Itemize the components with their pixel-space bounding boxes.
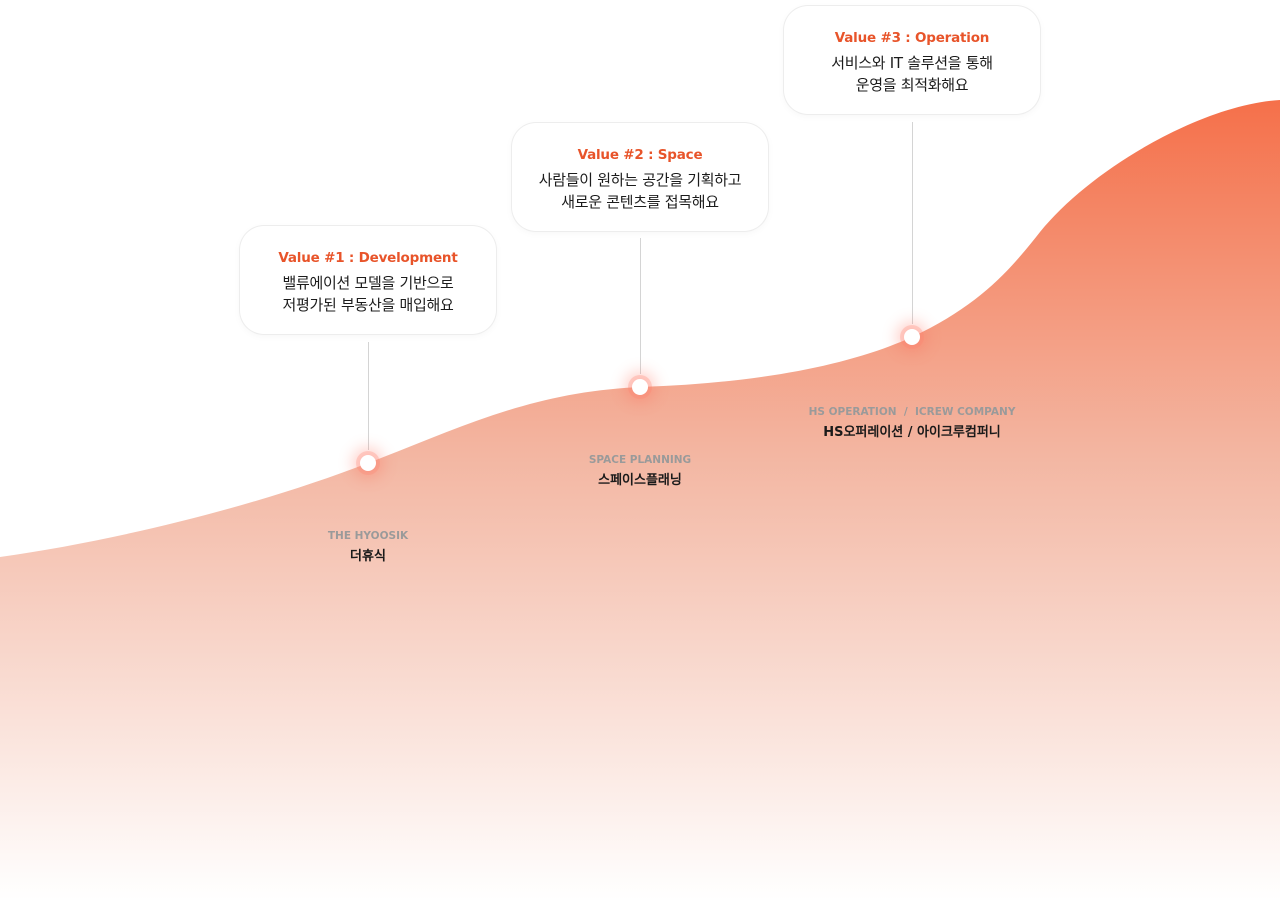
company-name-kr: 더휴식 [350,549,386,564]
connector-line-1 [368,342,369,450]
company-name-kr: HS오퍼레이션 / 아이크루컴퍼니 [823,425,1001,440]
connector-line-2 [640,238,641,374]
value-card-description: 사람들이 원하는 공간을 기획하고 새로운 콘텐츠를 접목해요 [512,169,768,213]
value-card-description: 서비스와 IT 솔루션을 통해 운영을 최적화해요 [784,52,1040,96]
value-card-desc-line: 새로운 콘텐츠를 접목해요 [561,193,719,211]
wave-area [0,100,1280,918]
company-name-en: HS OPERATION / ICREW COMPANY [808,406,1016,418]
value-card-title: Value #3 : Operation [834,30,990,46]
company-label-hyoosik: THE HYOOSIK 더휴식 [328,529,408,566]
value-card-desc-line: 사람들이 원하는 공간을 기획하고 [538,171,742,189]
value-card-description: 밸류에이션 모델을 기반으로 저평가된 부동산을 매입해요 [240,272,496,316]
milestone-node-1 [360,455,376,471]
value-card-development: Value #1 : Development 밸류에이션 모델을 기반으로 저평… [240,226,496,334]
value-card-title: Value #2 : Space [577,147,703,163]
value-card-space: Value #2 : Space 사람들이 원하는 공간을 기획하고 새로운 콘… [512,123,768,231]
connector-line-3 [912,122,913,324]
value-card-title: Value #1 : Development [278,250,458,266]
company-name-kr: 스페이스플래닝 [598,473,682,488]
milestone-node-3 [904,329,920,345]
value-card-desc-line: 밸류에이션 모델을 기반으로 [282,274,454,292]
value-card-desc-line: 저평가된 부동산을 매입해요 [282,296,454,314]
value-card-desc-line: 서비스와 IT 솔루션을 통해 [831,54,993,72]
milestone-node-2 [632,379,648,395]
company-name-en: SPACE PLANNING [588,454,692,466]
value-card-operation: Value #3 : Operation 서비스와 IT 솔루션을 통해 운영을… [784,6,1040,114]
value-card-desc-line: 운영을 최적화해요 [855,76,969,94]
company-label-hs-operation: HS OPERATION / ICREW COMPANY HS오퍼레이션 / 아… [809,405,1016,442]
company-name-en: THE HYOOSIK [327,530,409,542]
company-label-space-planning: SPACE PLANNING 스페이스플래닝 [589,453,691,490]
